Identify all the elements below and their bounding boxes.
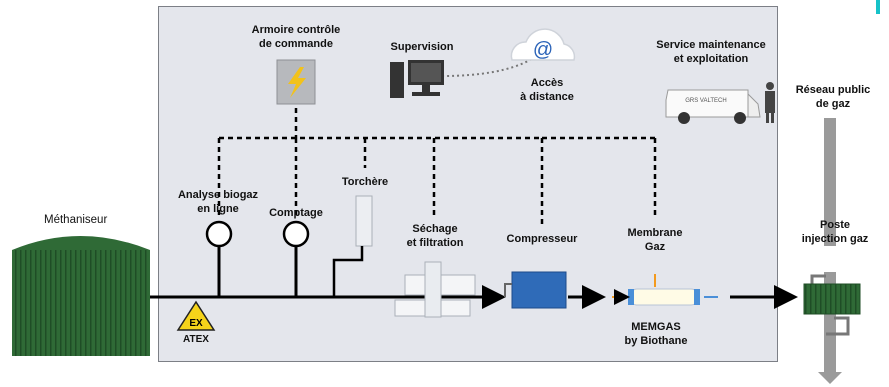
compresseur-unit	[504, 271, 567, 309]
supervision-label: Supervision	[390, 41, 454, 53]
analyse-biogaz-gauge	[205, 220, 233, 297]
comptage-label: Comptage	[269, 207, 323, 219]
remote-link-line	[441, 59, 531, 77]
control-network-dashed-lines	[217, 108, 657, 228]
poste-injection-unit	[792, 246, 869, 336]
computer-icon	[390, 60, 444, 98]
armoire-icon	[276, 59, 316, 105]
compresseur-label: Compresseur	[506, 233, 578, 245]
cloud-icon: @	[510, 28, 576, 61]
membrane-module	[612, 274, 718, 306]
accent-bar	[876, 0, 880, 14]
service-van-icon: GRS VALTECH	[665, 89, 761, 124]
svg-text:EX: EX	[189, 318, 203, 329]
torchere-label: Torchère	[341, 176, 389, 188]
svg-text:GRS VALTECH: GRS VALTECH	[685, 98, 726, 104]
sechage-filtration-unit	[394, 261, 476, 318]
comptage-gauge	[282, 220, 310, 297]
technician-icon	[765, 82, 775, 123]
methaniseur-tank	[12, 236, 150, 356]
torchere-icon	[332, 195, 373, 297]
svg-text:@: @	[533, 39, 553, 61]
atex-label: ATEX	[183, 334, 209, 345]
methaniseur-label: Méthaniseur	[44, 214, 108, 226]
atex-warning-icon: EX	[176, 300, 216, 331]
